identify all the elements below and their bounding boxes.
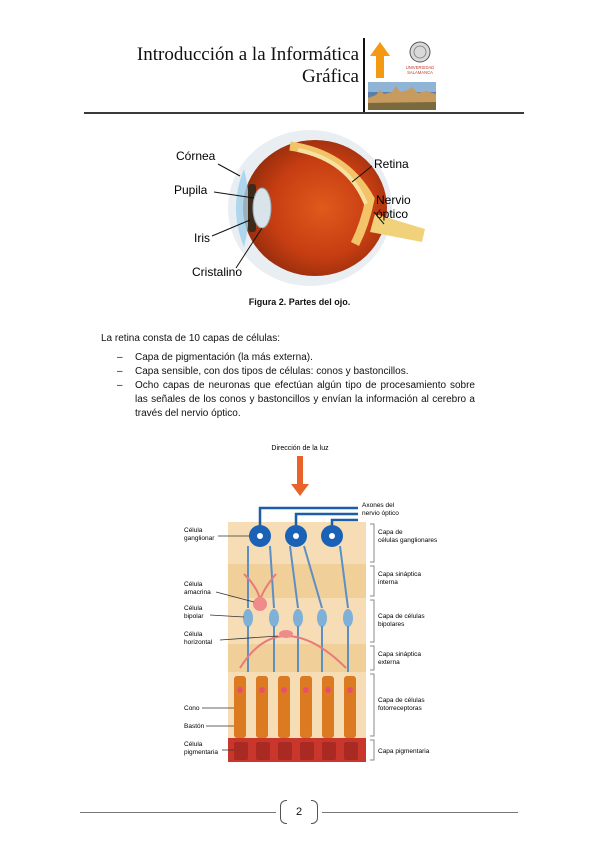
ganglion-cells	[249, 525, 343, 547]
amacrine-cell	[253, 597, 267, 611]
label-photo-1: Capa de células	[378, 697, 425, 704]
label-gang-1: Capa de	[378, 529, 403, 536]
page-number: 2	[278, 800, 320, 824]
label-gang-2: células ganglionares	[378, 537, 438, 544]
city-photo	[368, 82, 436, 110]
retina-layer	[289, 141, 375, 247]
list-item: Capa de pigmentación (la más externa).	[115, 351, 475, 365]
retina-layers-figure: Dirección de la luz	[184, 445, 438, 762]
figure-caption: Figura 2. Partes del ojo.	[248, 297, 351, 307]
label-axon-2: nervio óptico	[362, 510, 399, 517]
label-cristalino: Cristalino	[192, 265, 242, 279]
list-item: Ocho capas de neuronas que efectúan algú…	[115, 379, 475, 421]
label-photo-2: fotorreceptoras	[378, 705, 422, 712]
label-l-ama-1: Célula	[184, 581, 203, 588]
label-nervio-2: óptico	[376, 207, 408, 221]
label-l-gang-1: Célula	[184, 527, 203, 534]
arrow-icon	[370, 42, 390, 78]
eye-figure: Córnea Pupila Iris Cristalino Retina Ner…	[174, 130, 425, 286]
bullet-list: Capa de pigmentación (la más externa). C…	[115, 351, 475, 421]
label-retina: Retina	[374, 157, 409, 171]
label-isyn-2: interna	[378, 579, 398, 586]
label-l-bip-1: Célula	[184, 605, 203, 612]
label-l-pig-1: Célula	[184, 741, 203, 748]
photoreceptors	[234, 676, 356, 738]
light-direction-label: Dirección de la luz	[271, 445, 329, 452]
label-bip-2: bipolares	[378, 621, 405, 628]
label-l-hor-2: horizontal	[184, 639, 213, 646]
label-isyn-1: Capa sináptica	[378, 571, 421, 578]
header-separator	[363, 38, 365, 112]
label-pig: Capa pigmentaria	[378, 748, 430, 755]
bipolar-cells	[243, 609, 353, 627]
label-iris: Iris	[194, 231, 210, 245]
band-pigment	[228, 738, 366, 762]
light-arrow-icon	[297, 456, 303, 486]
title-line-1: Introducción a la Informática	[136, 44, 359, 65]
university-seal-icon	[409, 41, 431, 63]
footer-rule-left	[80, 812, 276, 813]
horizontal-cell	[279, 630, 293, 638]
label-axon-1: Axones del	[362, 502, 395, 509]
band-photoreceptor	[228, 672, 366, 738]
label-l-gang-2: ganglionar	[184, 535, 215, 542]
intro-paragraph: La retina consta de 10 capas de células:	[101, 333, 281, 344]
label-l-ama-2: amacrina	[184, 589, 211, 596]
title-line-2: Gráfica	[302, 66, 359, 87]
label-l-baston: Bastón	[184, 723, 205, 730]
header-rule	[84, 112, 524, 114]
label-cornea: Córnea	[176, 149, 216, 163]
footer-rule-right	[322, 812, 518, 813]
label-l-cono: Cono	[184, 705, 200, 712]
university-logo: UNIVERSIDAD SALAMANCA	[368, 41, 436, 110]
label-esyn-2: externa	[378, 659, 400, 666]
label-esyn-1: Capa sináptica	[378, 651, 421, 658]
label-l-pig-2: pigmentaria	[184, 749, 218, 756]
lens	[252, 187, 272, 229]
document-title: Introducción a la Informática Gráfica	[137, 44, 359, 88]
optic-nerve	[370, 214, 425, 242]
pigment-cells	[234, 742, 358, 760]
list-item: Capa sensible, con dos tipos de células:…	[115, 365, 475, 379]
logo-text-1: UNIVERSIDAD	[406, 65, 435, 70]
cornea	[236, 169, 249, 247]
label-l-bip-2: bipolar	[184, 613, 204, 620]
logo-text-2: SALAMANCA	[407, 70, 433, 75]
label-bip-1: Capa de células	[378, 613, 425, 620]
label-nervio-1: Nervio	[376, 193, 411, 207]
label-pupila: Pupila	[174, 183, 208, 197]
label-l-hor-1: Célula	[184, 631, 203, 638]
